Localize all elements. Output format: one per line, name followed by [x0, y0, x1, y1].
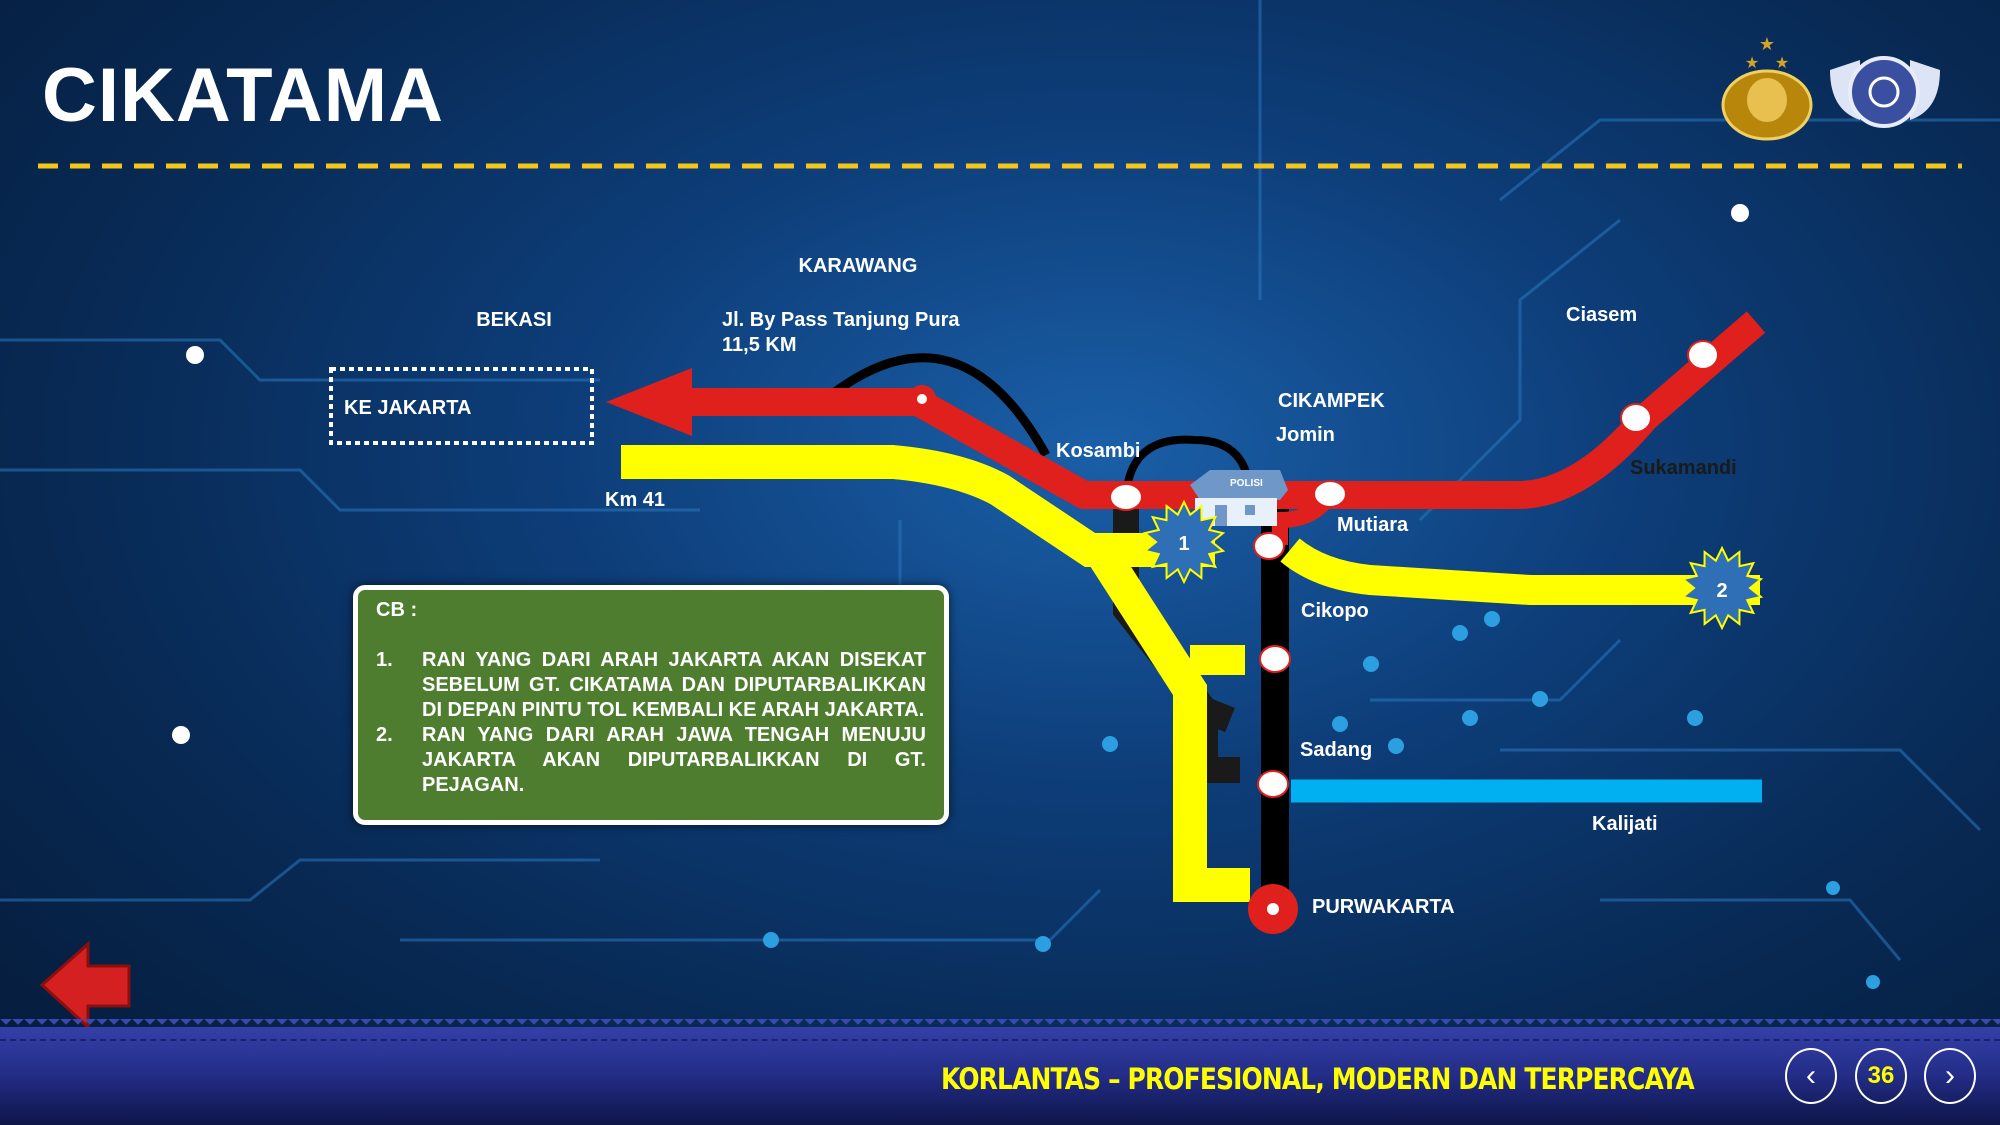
toll-gate-nodes	[908, 340, 1719, 798]
white-dots	[172, 204, 1749, 744]
ke-jakarta-box	[329, 367, 594, 445]
page-number-text: 36	[1867, 1062, 1895, 1089]
svg-text:★: ★	[1775, 55, 1789, 72]
label-cikopo: Cikopo	[1301, 600, 1369, 622]
cb-item: 1. RAN YANG DARI ARAH JAKARTA AKAN DISEK…	[376, 648, 926, 723]
page-number: 36	[1855, 1048, 1907, 1104]
label-kalijati: Kalijati	[1592, 813, 1658, 835]
cb-item-number: 1.	[376, 649, 393, 671]
label-sukamandi: Sukamandi	[1630, 457, 1737, 479]
label-cikampek: CIKAMPEK	[1278, 390, 1385, 412]
chevron-left-icon: ‹	[1806, 1059, 1816, 1092]
cb-item-text: RAN YANG DARI ARAH JAKARTA AKAN DISEKAT …	[422, 649, 926, 721]
label-bypass: Jl. By Pass Tanjung Pura	[722, 309, 960, 331]
police-post-icon: POLISI	[1190, 470, 1288, 526]
next-slide-button[interactable]: ›	[1924, 1048, 1976, 1104]
label-ciasem: Ciasem	[1566, 304, 1637, 326]
korlantas-emblem-logo	[1830, 56, 1940, 128]
prev-slide-button[interactable]: ‹	[1785, 1048, 1837, 1104]
cb-item-number: 2.	[376, 724, 393, 746]
circuit-dots	[763, 611, 1880, 989]
label-sadang: Sadang	[1300, 739, 1372, 761]
arrow-to-jakarta	[606, 368, 692, 436]
label-ke-jakarta: KE JAKARTA	[344, 397, 471, 419]
cb-item-text: RAN YANG DARI ARAH JAWA TENGAH MENUJU JA…	[422, 724, 926, 796]
road-black-arc-kosambi	[1122, 435, 1254, 501]
label-karawang: KARAWANG	[799, 255, 918, 277]
label-jomin: Jomin	[1276, 424, 1335, 446]
footer-slogan: KORLANTAS – PROFESIONAL, MODERN DAN TERP…	[941, 1062, 1695, 1096]
label-kosambi: Kosambi	[1056, 440, 1140, 462]
label-bekasi: BEKASI	[476, 309, 552, 331]
cb-note-panel: CB : 1. RAN YANG DARI ARAH JAKARTA AKAN …	[353, 585, 949, 825]
marker-number: 1	[1178, 533, 1189, 555]
label-km41: Km 41	[605, 489, 665, 511]
cb-item: 2. RAN YANG DARI ARAH JAWA TENGAH MENUJU…	[376, 723, 926, 798]
purwakarta-node-center	[1267, 903, 1279, 915]
svg-text:★: ★	[1759, 34, 1775, 54]
chevron-right-icon: ›	[1945, 1059, 1955, 1092]
police-post-sign: POLISI	[1230, 478, 1263, 489]
polri-emblem-logo: ★ ★ ★	[1721, 34, 1813, 141]
road-black-arc-karawang	[832, 353, 1050, 458]
label-mutiara: Mutiara	[1337, 514, 1409, 536]
label-purwakarta: PURWAKARTA	[1312, 896, 1455, 918]
checkpoint-marker-1: 1	[1142, 499, 1226, 585]
page-title: CIKATAMA	[42, 53, 444, 138]
cb-heading: CB :	[376, 599, 418, 621]
back-arrow-button[interactable]	[39, 940, 131, 1031]
svg-text:★: ★	[1745, 55, 1759, 72]
road-yellow-east	[1280, 538, 1760, 605]
checkpoint-marker-2: 2	[1680, 545, 1764, 631]
road-yellow-main	[621, 445, 1250, 902]
label-bypass-km: 11,5 KM	[722, 334, 796, 356]
marker-number: 2	[1716, 580, 1727, 602]
footer-bar	[0, 1019, 2000, 1125]
circuit-background	[0, 0, 2000, 961]
